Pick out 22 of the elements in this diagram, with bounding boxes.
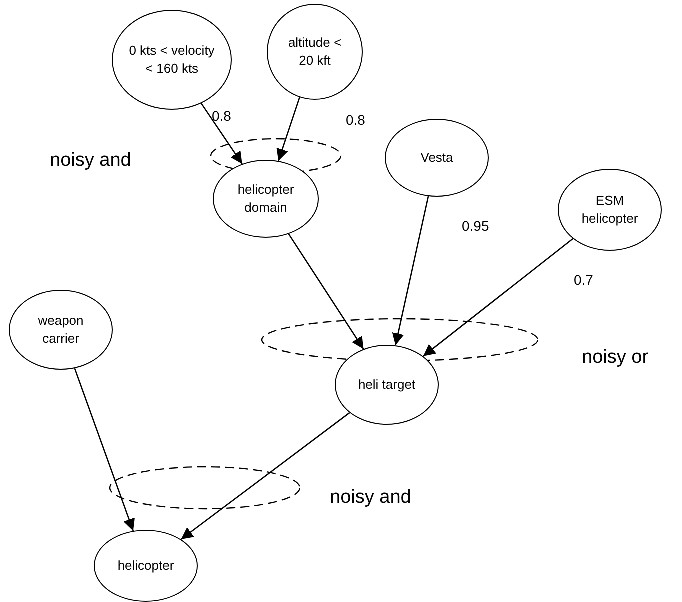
- node-label: helicopter: [118, 557, 174, 575]
- arrow: [200, 103, 243, 164]
- node-label: 0 kts < velocity < 160 kts: [128, 42, 216, 78]
- arrow: [288, 234, 364, 350]
- node-label: ESM helicopter: [580, 192, 640, 228]
- node-label: Vesta: [420, 149, 454, 167]
- gate-label: noisy or: [582, 347, 649, 369]
- arrow: [276, 97, 300, 162]
- arrow: [423, 238, 574, 357]
- edge-label: 0.8: [212, 108, 232, 124]
- node-label: helicopter domain: [236, 181, 296, 217]
- edge-label: 0.8: [346, 112, 366, 128]
- gate-label: noisy and: [50, 150, 132, 172]
- gate-label: noisy and: [330, 487, 412, 509]
- node-label: weapon carrier: [37, 312, 85, 348]
- arrow: [392, 196, 430, 346]
- arrow: [180, 412, 350, 540]
- node-label: heli target: [358, 376, 416, 394]
- edge-label: 0.95: [462, 218, 490, 234]
- arrow: [74, 368, 135, 532]
- edge-label: 0.7: [574, 272, 594, 288]
- node-label: altitude < 20 kft: [287, 34, 343, 70]
